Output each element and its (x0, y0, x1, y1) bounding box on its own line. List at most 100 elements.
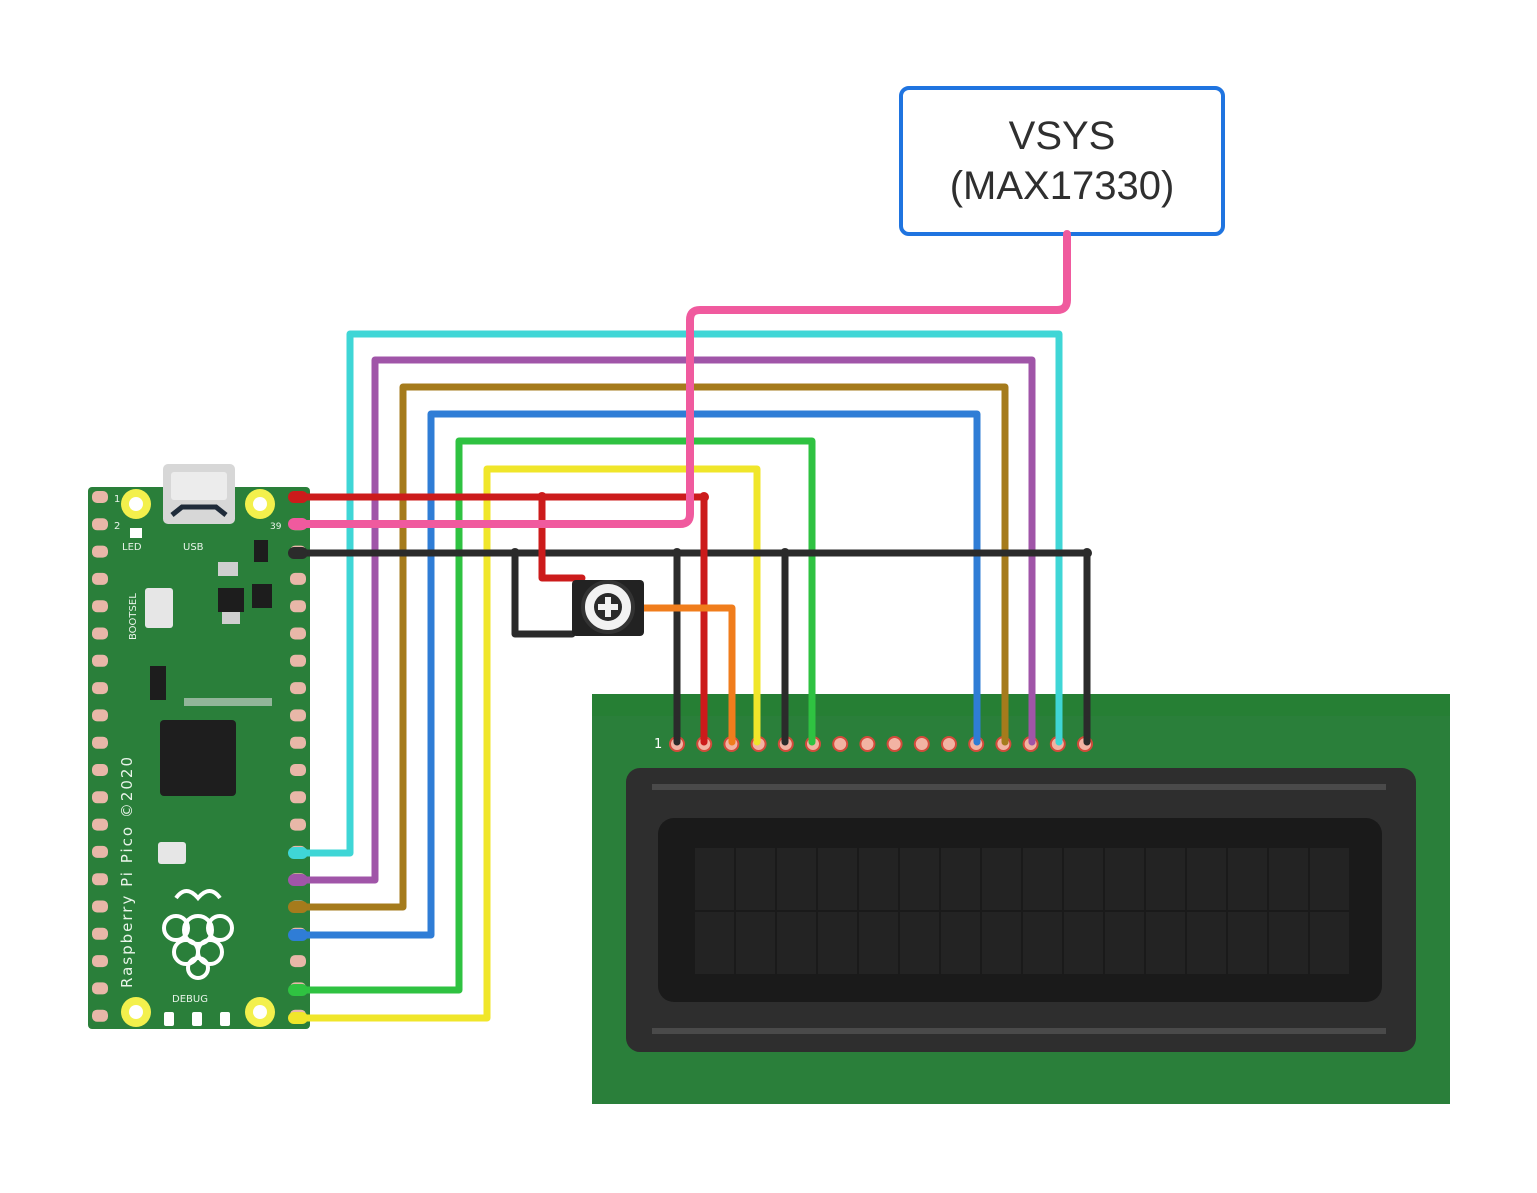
gpio-pad (290, 600, 306, 613)
lcd-character-cell (1269, 912, 1308, 974)
pico-wire-connector (288, 929, 308, 941)
wire-brown-pico-to-lcd-d5 (292, 383, 1009, 911)
gpio-pad (92, 600, 108, 613)
gpio-pad (290, 572, 306, 585)
gpio-pad (92, 845, 108, 858)
gpio-pad (290, 736, 306, 749)
raspberry-pi-pico-board: LED USB DEBUG 1 2 39 BOOTSEL Raspberry P… (88, 464, 310, 1029)
debug-label: DEBUG (172, 994, 208, 1005)
gpio-pad (92, 818, 108, 831)
lcd-character-cell (1023, 848, 1062, 910)
gpio-pad (92, 900, 108, 913)
wire-cyan-pico-to-lcd-d7 (292, 330, 1063, 857)
bootsel-button (145, 588, 173, 628)
lcd-character-cell (695, 848, 734, 910)
lcd-character-cell (859, 848, 898, 910)
gpio-pad (290, 818, 306, 831)
gpio-pad (92, 791, 108, 804)
wire-yellow-pico-to-lcd-rs (292, 465, 761, 1022)
wire-purple-pico-to-lcd-d6 (292, 356, 1036, 884)
gpio-pad (92, 572, 108, 585)
lcd-character-cell (1187, 848, 1226, 910)
pico-wire-connector (288, 901, 308, 913)
max17330-label: (MAX17330) (949, 164, 1175, 208)
pico-wire-connector (288, 491, 308, 503)
gpio-pad (92, 982, 108, 995)
pin39-label: 39 (270, 522, 282, 532)
gpio-pad (92, 736, 108, 749)
gpio-pad (92, 627, 108, 640)
led (130, 528, 142, 538)
pico-wire-connector (288, 1012, 308, 1024)
wire-blue-pico-to-lcd-d4 (292, 410, 981, 939)
gpio-pad (92, 491, 108, 503)
gpio-pad (290, 791, 306, 804)
lcd-character-cell (859, 912, 898, 974)
lcd-character-cell (1146, 848, 1185, 910)
gpio-pad (92, 682, 108, 695)
lcd-character-cell (1228, 912, 1267, 974)
pico-wire-connector (288, 984, 308, 996)
lcd-character-cell (1146, 912, 1185, 974)
lcd-character-cell (941, 912, 980, 974)
lcd-header-pin (941, 736, 957, 752)
lcd-character-cell (1023, 912, 1062, 974)
pico-silkscreen-name: Raspberry Pi Pico ©2020 (118, 755, 136, 988)
lcd-character-cell (1105, 848, 1144, 910)
potentiometer (572, 580, 644, 636)
lcd-character-cell (777, 912, 816, 974)
lcd-character-cell (982, 912, 1021, 974)
lcd-character-cell (1187, 912, 1226, 974)
lcd-header-pin (886, 736, 903, 752)
lcd-header-pin (859, 736, 876, 752)
gpio-pad (92, 545, 108, 558)
gpio-pad (290, 709, 306, 722)
bootsel-label: BOOTSEL (128, 593, 139, 640)
lcd-character-cell (695, 912, 734, 974)
gpio-pad (290, 682, 306, 695)
lcd-character-cell (1228, 848, 1267, 910)
pico-wire-connector (288, 874, 308, 886)
gpio-pad (92, 955, 108, 968)
gpio-pad (92, 927, 108, 940)
gpio-pad (290, 654, 306, 667)
raspberry-logo-icon (162, 889, 234, 980)
wire-contrast-pot-to-lcd-v0 (636, 604, 736, 746)
pin2-label: 2 (114, 521, 120, 532)
lcd-character-cell (777, 848, 816, 910)
pico-pin-connectors (288, 491, 308, 1024)
led-label: LED (122, 542, 142, 553)
vsys-max17330-box: VSYS (MAX17330) (899, 86, 1225, 236)
lcd-character-cell (1269, 848, 1308, 910)
usb-label: USB (183, 542, 204, 553)
wire-power-potentiometer (538, 493, 586, 582)
lcd-character-cell (982, 848, 1021, 910)
gpio-pad (92, 518, 108, 531)
lcd-character-cell (1064, 912, 1103, 974)
rp2040-chip (160, 720, 236, 796)
pico-wire-connector (288, 547, 308, 559)
pico-wire-connector (288, 847, 308, 859)
lcd-character-cell (1310, 848, 1349, 910)
lcd-character-cell (818, 912, 857, 974)
lcd-character-cell (900, 848, 939, 910)
wire-ground-potentiometer (511, 549, 576, 638)
lcd-character-cell (941, 848, 980, 910)
gpio-pad (92, 873, 108, 886)
gpio-pad (92, 654, 108, 667)
gpio-pad (92, 764, 108, 776)
lcd-pin1-label: 1 (654, 737, 662, 752)
lcd-16x2-module: 1 (592, 694, 1450, 1104)
lcd-character-grid (695, 848, 1349, 974)
wire-green-pico-to-lcd-e (292, 437, 816, 994)
lcd-header-pin (832, 736, 849, 752)
wire-vsys-to-pico-pin39 (292, 230, 1071, 528)
lcd-character-cell (1064, 848, 1103, 910)
lcd-character-cell (900, 912, 939, 974)
lcd-character-cell (736, 912, 775, 974)
gpio-pad (290, 955, 306, 968)
lcd-character-cell (818, 848, 857, 910)
lcd-character-cell (1105, 912, 1144, 974)
lcd-character-cell (1310, 912, 1349, 974)
